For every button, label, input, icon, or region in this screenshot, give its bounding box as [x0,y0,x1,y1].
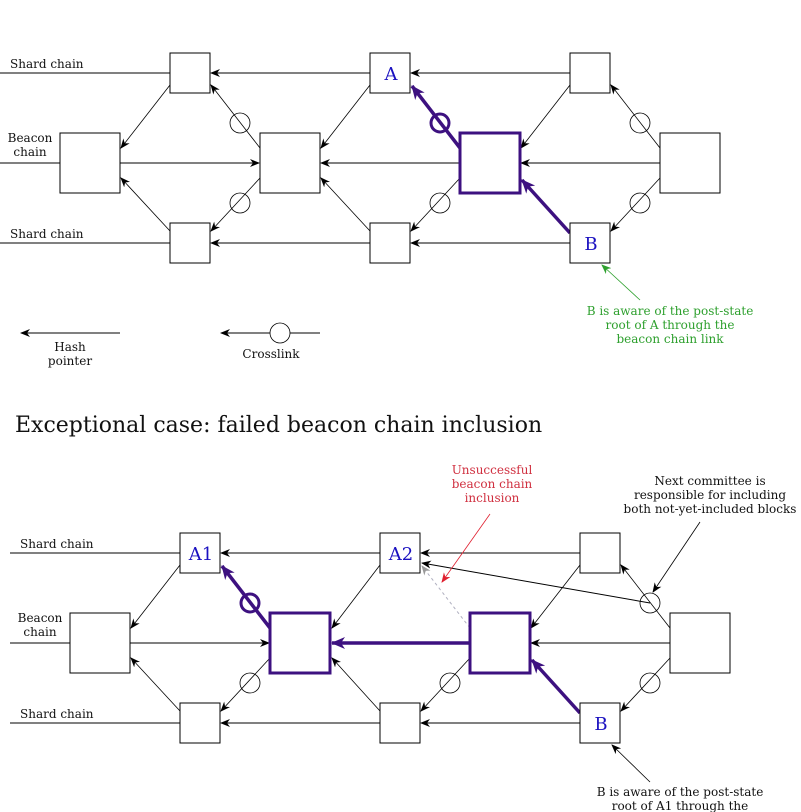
unsuccessful-note-arrow [441,513,491,583]
top-diagram: Shard chain Beacon chain Shard chain A B… [0,52,754,346]
crosslink-arrow [220,657,271,712]
shard-block-a [369,52,411,94]
shard-chain-label: Shard chain [20,707,94,721]
shard-block [569,52,611,94]
hash-pointer-arrow [320,84,371,149]
committee-note: Next committee is [654,474,765,488]
highlighted-hash-pointer-arrow [520,178,572,235]
shard-chain-label: Shard chain [10,57,84,71]
committee-note: responsible for including [634,488,786,502]
highlighted-crosslink-arrow [410,84,462,150]
block-label-a: A [384,64,399,85]
crosslink-circle [229,112,251,134]
beacon-chain-label: chain [23,625,56,639]
hash-pointer-arrow [130,564,181,629]
hash-pointer-legend-label: pointer [48,354,92,368]
unsuccessful-inclusion-note: inclusion [465,491,520,505]
beacon-chain-label: Beacon [8,131,53,145]
shard-block [579,532,621,574]
shard-block-b [569,222,611,264]
hash-pointer-legend-label: Hash [54,340,86,354]
awareness-note-arrow [611,744,651,783]
crosslink-arrow [210,177,261,232]
awareness-note: root of A through the [606,318,735,332]
shard-block-b [579,702,621,744]
beacon-block [659,132,721,194]
highlighted-hash-pointer-arrow [530,658,582,715]
unsuccessful-inclusion-note: beacon chain [452,477,533,491]
crosslink-arrow [210,84,261,149]
crosslink-arrow [610,177,661,232]
shard-block-a1 [179,532,221,574]
highlighted-beacon-block [458,131,522,195]
crosslink-circle [639,592,661,614]
beacon-chain-label: chain [13,145,46,159]
crosslink-arrow [620,564,671,629]
crosslink-circle [439,672,461,694]
awareness-note: root of A1 through the [612,799,749,812]
unsuccessful-inclusion-note: Unsuccessful [452,463,533,477]
beacon-block [59,132,121,194]
note-arrow [601,264,641,301]
hash-pointer-arrow [331,564,381,629]
highlighted-crosslink-circle [239,592,261,614]
beacon-block [259,132,321,194]
crosslink-circle [229,192,251,214]
crosslink-arrow [610,84,661,149]
failed-inclusion-dashed-arrow [421,565,471,629]
crosslink-legend-label: Crosslink [242,347,300,361]
shard-block-a2 [379,532,421,574]
shard-block [169,222,211,264]
awareness-note: B is aware of the post-state [587,304,754,318]
hash-pointer-arrow [530,564,581,629]
hash-pointer-arrow [120,177,171,232]
highlighted-beacon-block [468,611,532,675]
crosslink-arrow [620,657,671,712]
crosslink-legend-circle [269,322,291,344]
shard-block [369,222,411,264]
committee-note: both not-yet-included blocks [624,502,797,516]
crosslink-circle [629,192,651,214]
block-label-a1: A1 [188,544,213,565]
crosslink-circle [429,192,451,214]
shard-chain-label: Shard chain [20,537,94,551]
hash-pointer-arrow [320,177,371,232]
shard-block [169,52,211,94]
shard-chain-label: Shard chain [10,227,84,241]
bottom-diagram: Shard chain Beacon chain Shard chain A1 … [10,463,796,812]
beacon-chain-label: Beacon [18,611,63,625]
beacon-block [669,612,731,674]
hash-pointer-arrow [120,84,171,149]
committee-note-arrow [652,521,701,593]
shard-block [179,702,221,744]
crosslink-circle [239,672,261,694]
crosslink-circle [639,672,661,694]
block-label-b: B [594,714,607,735]
legend: Hash pointer Crosslink [20,322,320,368]
highlighted-crosslink-arrow [220,564,272,630]
crosslink-arrow [420,657,471,712]
hash-pointer-arrow [130,657,181,712]
beacon-block [69,612,131,674]
section-title: Exceptional case: failed beacon chain in… [15,413,542,438]
shard-block [379,702,421,744]
awareness-note: beacon chain link [616,332,724,346]
block-label-a2: A2 [388,544,413,565]
highlighted-beacon-block [268,611,332,675]
awareness-note: B is aware of the post-state [597,785,764,799]
crosslink-circle [629,112,651,134]
block-label-b: B [584,234,597,255]
crosslink-arrow [410,177,461,232]
crosslink-arrow-a2 [421,560,651,604]
hash-pointer-arrow [331,657,381,712]
highlighted-crosslink-circle [429,112,451,134]
hash-pointer-arrow [520,84,571,149]
